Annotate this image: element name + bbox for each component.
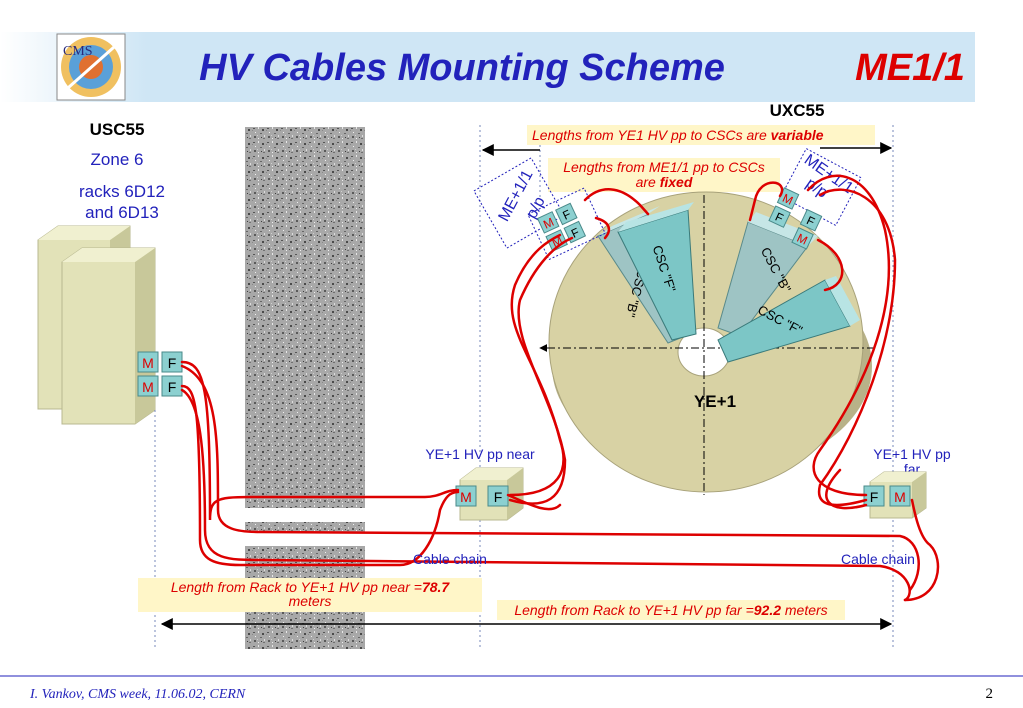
cable-rack-far-2	[180, 388, 911, 602]
note-far-unit: meters	[781, 602, 828, 618]
cable-chain-right: Cable chain	[841, 551, 915, 567]
usc-racks-line1: racks 6D12	[79, 182, 165, 201]
rack-m1: M	[142, 355, 154, 371]
pp-near-box: M F	[455, 467, 524, 521]
rack-f2: F	[168, 379, 177, 395]
footer-page: 2	[986, 686, 994, 702]
usc-title: USC55	[90, 120, 145, 139]
note-near-prefix: Length from Rack to YE+1 HV pp near =	[171, 579, 422, 595]
cable-pp-csc-left-1	[583, 188, 650, 216]
note-fixed-word: fixed	[660, 174, 693, 190]
note-fixed-prefix: are	[636, 174, 660, 190]
page-title: HV Cables Mounting Scheme	[199, 47, 725, 89]
pp-far-label-1: YE+1 HV pp	[873, 446, 951, 462]
note-fixed-line2: are fixed	[636, 174, 693, 190]
disk-label: YE+1	[694, 392, 736, 411]
far-m: M	[894, 489, 906, 505]
usc-zone: Zone 6	[91, 150, 144, 169]
pp-left-connectors: M F M F	[527, 187, 606, 261]
rack-m2: M	[142, 379, 154, 395]
cable-rack-near-1	[180, 360, 460, 521]
pp-right-box	[780, 147, 862, 227]
uxc-title: UXC55	[770, 101, 825, 120]
note-variable-bg	[527, 125, 875, 145]
note-variable-prefix: Lengths from YE1 HV pp to CSCs are	[532, 127, 771, 143]
disk-axes	[539, 195, 875, 495]
logo-text: CMS	[63, 44, 93, 59]
cable-far-pp-3	[825, 468, 868, 510]
cable-near-pp-3	[506, 493, 562, 511]
note-near-value: 78.7	[422, 579, 450, 595]
title-tag: ME1/1	[855, 47, 965, 89]
cable-chain-left: Cable chain	[413, 551, 487, 567]
note-variable-word: variable	[771, 127, 824, 143]
note-near-length-bg	[138, 578, 482, 612]
near-f: F	[494, 489, 503, 505]
pp-near-label: YE+1 HV pp near	[425, 446, 535, 462]
usc-racks-line2: and 6D13	[85, 203, 159, 222]
csc-right: CSC "F"	[717, 276, 860, 363]
rack-front	[61, 247, 156, 425]
cable-pp-csc-right-1	[748, 181, 784, 222]
cable-far-pp-1	[806, 174, 891, 497]
cable-pp-csc-left-2	[594, 216, 611, 240]
shielding-wall	[245, 127, 365, 649]
note-far-length-bg	[497, 600, 845, 620]
note-near-length: Length from Rack to YE+1 HV pp near =78.…	[171, 579, 451, 595]
cable-far-pp-2	[817, 188, 897, 507]
footer-author: I. Vankov, CMS week, 11.06.02, CERN	[29, 687, 246, 702]
note-near-unit: meters	[289, 593, 332, 609]
note-fixed-line1: Lengths from ME1/1 pp to CSCs	[563, 159, 765, 175]
note-far-value: 92.2	[754, 602, 781, 618]
near-m: M	[460, 489, 472, 505]
wall-passage-1	[245, 508, 365, 522]
note-far-length: Length from Rack to YE+1 HV pp far =92.2…	[514, 602, 827, 618]
cable-rack-far-1	[180, 364, 920, 592]
far-f: F	[870, 489, 879, 505]
cms-logo: CMS	[56, 33, 126, 101]
csc-top-left: CSC "F"	[617, 202, 697, 341]
rack-connectors: M F M F	[137, 351, 183, 397]
note-far-prefix: Length from Rack to YE+1 HV pp far =	[514, 602, 753, 618]
note-fixed-bg	[548, 158, 780, 192]
hv-cables	[180, 174, 940, 602]
cable-near-pp-2	[508, 236, 574, 505]
pp-right-connectors: M F F M	[768, 187, 823, 250]
pp-far-box: F M	[863, 471, 927, 519]
cable-pp-csc-right-2	[816, 238, 844, 292]
header-bar	[0, 32, 975, 102]
rack-f1: F	[168, 355, 177, 371]
note-variable: Lengths from YE1 HV pp to CSCs are varia…	[532, 127, 824, 143]
wall-passage-2	[245, 532, 365, 546]
cable-far-loop	[903, 498, 940, 602]
